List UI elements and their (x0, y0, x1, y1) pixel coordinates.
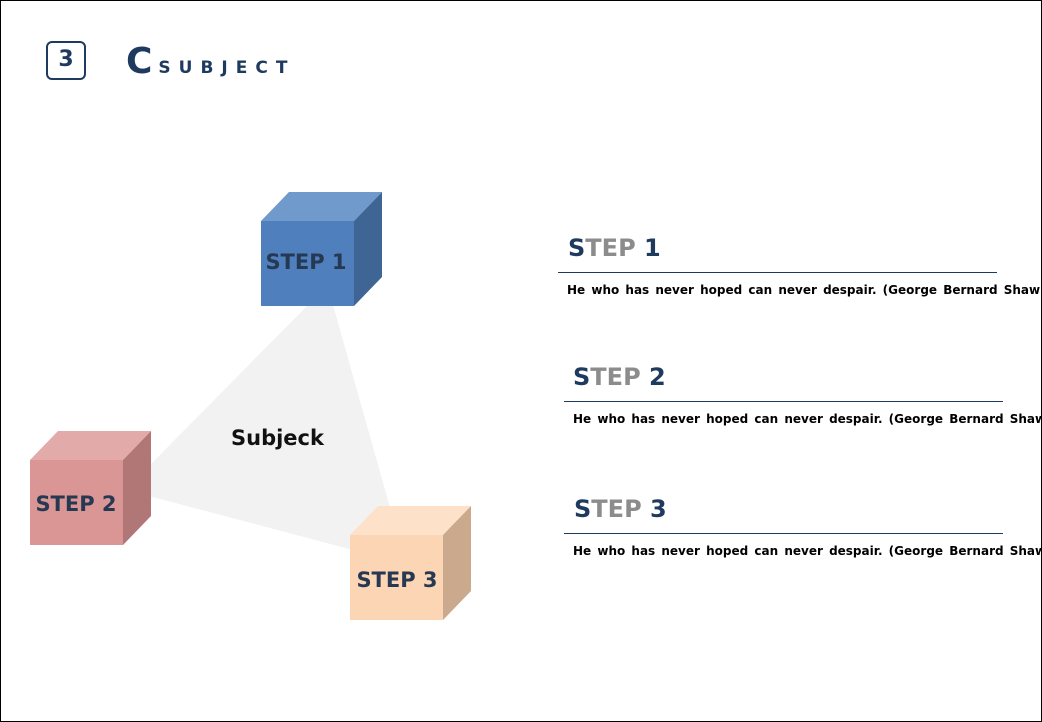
step-2-heading: STEP 2 (573, 363, 666, 391)
cube-step-3: STEP 3 (350, 506, 471, 620)
cube-step-2-top (30, 431, 151, 460)
cube-step-3-side (443, 506, 471, 620)
title-rest: SUBJECT (158, 58, 296, 78)
cube-step-2-label: STEP 2 (35, 492, 116, 516)
cube-step-2-side (123, 431, 151, 545)
step-2-heading-first: S (573, 363, 591, 391)
cube-step-2: STEP 2 (30, 431, 151, 545)
step-1-heading-num: 1 (644, 234, 661, 262)
step-1-divider (558, 272, 997, 273)
title-initial: C (126, 41, 153, 82)
step-3-description: He who has never hoped can never despair… (573, 544, 1042, 558)
connector-triangle (149, 305, 391, 550)
step-1-heading-mid: TEP (585, 234, 636, 262)
cube-step-3-top (350, 506, 471, 535)
step-3-divider (564, 533, 1003, 534)
cube-step-2-front (30, 460, 123, 545)
diagram-center-label: Subjeck (231, 426, 325, 450)
step-1-heading: STEP 1 (568, 234, 661, 262)
cube-step-1-label: STEP 1 (265, 250, 346, 274)
cube-step-1-top (261, 192, 382, 221)
step-3-heading: STEP 3 (574, 495, 667, 523)
step-2-heading-mid: TEP (590, 363, 641, 391)
cube-step-3-label: STEP 3 (356, 568, 437, 592)
cube-step-1: STEP 1 (261, 192, 382, 306)
step-3-heading-first: S (574, 495, 592, 523)
step-2-heading-num: 2 (649, 363, 666, 391)
step-1-heading-first: S (568, 234, 586, 262)
step-3-heading-num: 3 (650, 495, 667, 523)
cube-step-3-front (350, 535, 443, 620)
section-number-badge: 3 (46, 41, 86, 80)
cube-step-1-side (354, 192, 382, 306)
cube-step-1-front (261, 221, 354, 306)
step-2-description: He who has never hoped can never despair… (573, 412, 1042, 426)
step-3-heading-mid: TEP (591, 495, 642, 523)
step-1-description: He who has never hoped can never despair… (567, 283, 1042, 297)
step-2-divider (564, 401, 1003, 402)
